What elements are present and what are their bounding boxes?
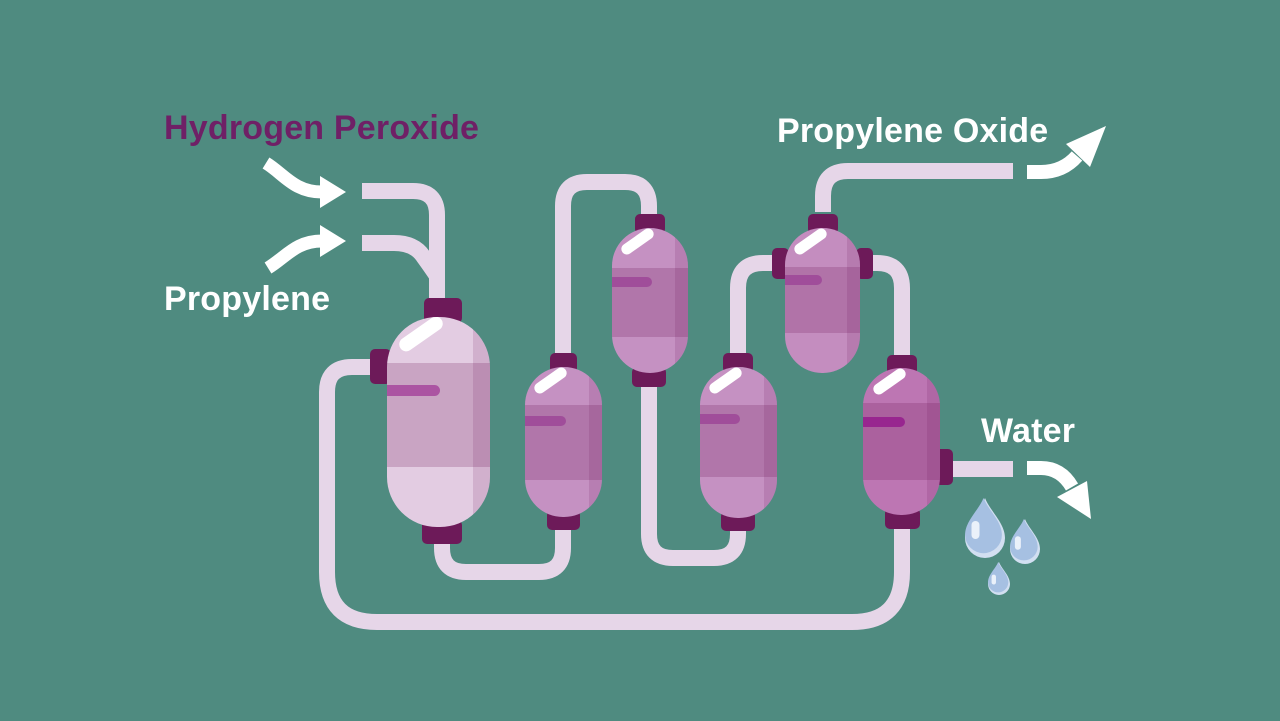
vessel-shine <box>619 228 656 257</box>
pipe-vessel1-to-vessel2 <box>434 516 571 580</box>
vessel-stripe <box>700 414 740 424</box>
vessel-shine <box>396 317 446 355</box>
pipe-vessel2-to-vessel3 <box>555 174 657 358</box>
vessel-body <box>612 228 688 373</box>
pipe-hydrogen-peroxide-inlet <box>362 183 445 312</box>
vessel-shadow <box>675 228 688 373</box>
inlet-arrow-icon <box>264 225 346 274</box>
propylene-oxide-label: Propylene Oxide <box>777 112 1049 150</box>
vessel-body <box>387 317 490 527</box>
water-label: Water <box>981 412 1076 450</box>
propylene-label: Propylene <box>164 280 331 318</box>
vessel-shine <box>792 228 829 257</box>
vessel-shine <box>707 367 744 396</box>
vessel-stripe <box>387 385 440 396</box>
vessel-body <box>525 367 602 517</box>
pipe-network <box>319 163 1013 630</box>
inlet-arrow-icon <box>262 157 346 208</box>
vessel-shadow <box>473 317 490 527</box>
water-droplet-icon <box>965 498 1005 558</box>
vessel-body <box>700 367 777 518</box>
vessel-body <box>863 368 940 515</box>
pipe-recycle-loop <box>319 359 910 630</box>
vessel-shine <box>871 368 908 397</box>
vessel-nozzle-left <box>370 349 391 384</box>
hydrogen-peroxide-label: Hydrogen Peroxide <box>164 109 480 147</box>
vessel-nozzle-right <box>856 248 873 279</box>
vessel-nozzle-left <box>772 248 789 279</box>
pipe-vessel3-to-vessel4 <box>641 378 746 566</box>
vessel-shine <box>532 367 569 396</box>
pipe-vessel4-to-vessel5 <box>730 255 782 360</box>
pipe-vessel5-to-vessel6 <box>864 255 910 362</box>
outlet-arrow-down-icon <box>1027 461 1091 519</box>
vessel-stripe <box>525 416 566 426</box>
pipe-propylene-oxide-outlet <box>815 163 1013 212</box>
flow-arrows <box>262 126 1106 519</box>
process-vessel-5 <box>772 214 873 373</box>
reactor-vessel-1 <box>370 298 490 544</box>
pipe-propylene-inlet <box>362 235 444 281</box>
outlet-arrow-up-icon <box>1027 126 1106 179</box>
vessel-shadow <box>847 228 860 373</box>
vessel-body <box>785 228 860 373</box>
process-vessel-3 <box>612 214 688 387</box>
vessel-shadow <box>764 367 777 518</box>
vessel-stripe <box>785 275 822 285</box>
process-vessel-2 <box>525 353 602 530</box>
water-droplets <box>965 498 1040 595</box>
water-droplet-icon <box>1010 519 1040 564</box>
vessel-shadow <box>589 367 602 517</box>
water-droplet-icon <box>988 562 1010 595</box>
vessel-shadow <box>927 368 940 515</box>
vessel-stripe <box>612 277 652 287</box>
process-vessel-4 <box>700 353 777 531</box>
process-vessel-6 <box>863 355 953 529</box>
vessel-band <box>863 403 940 480</box>
vessel-band <box>387 363 490 467</box>
vessel-stripe <box>863 417 905 427</box>
